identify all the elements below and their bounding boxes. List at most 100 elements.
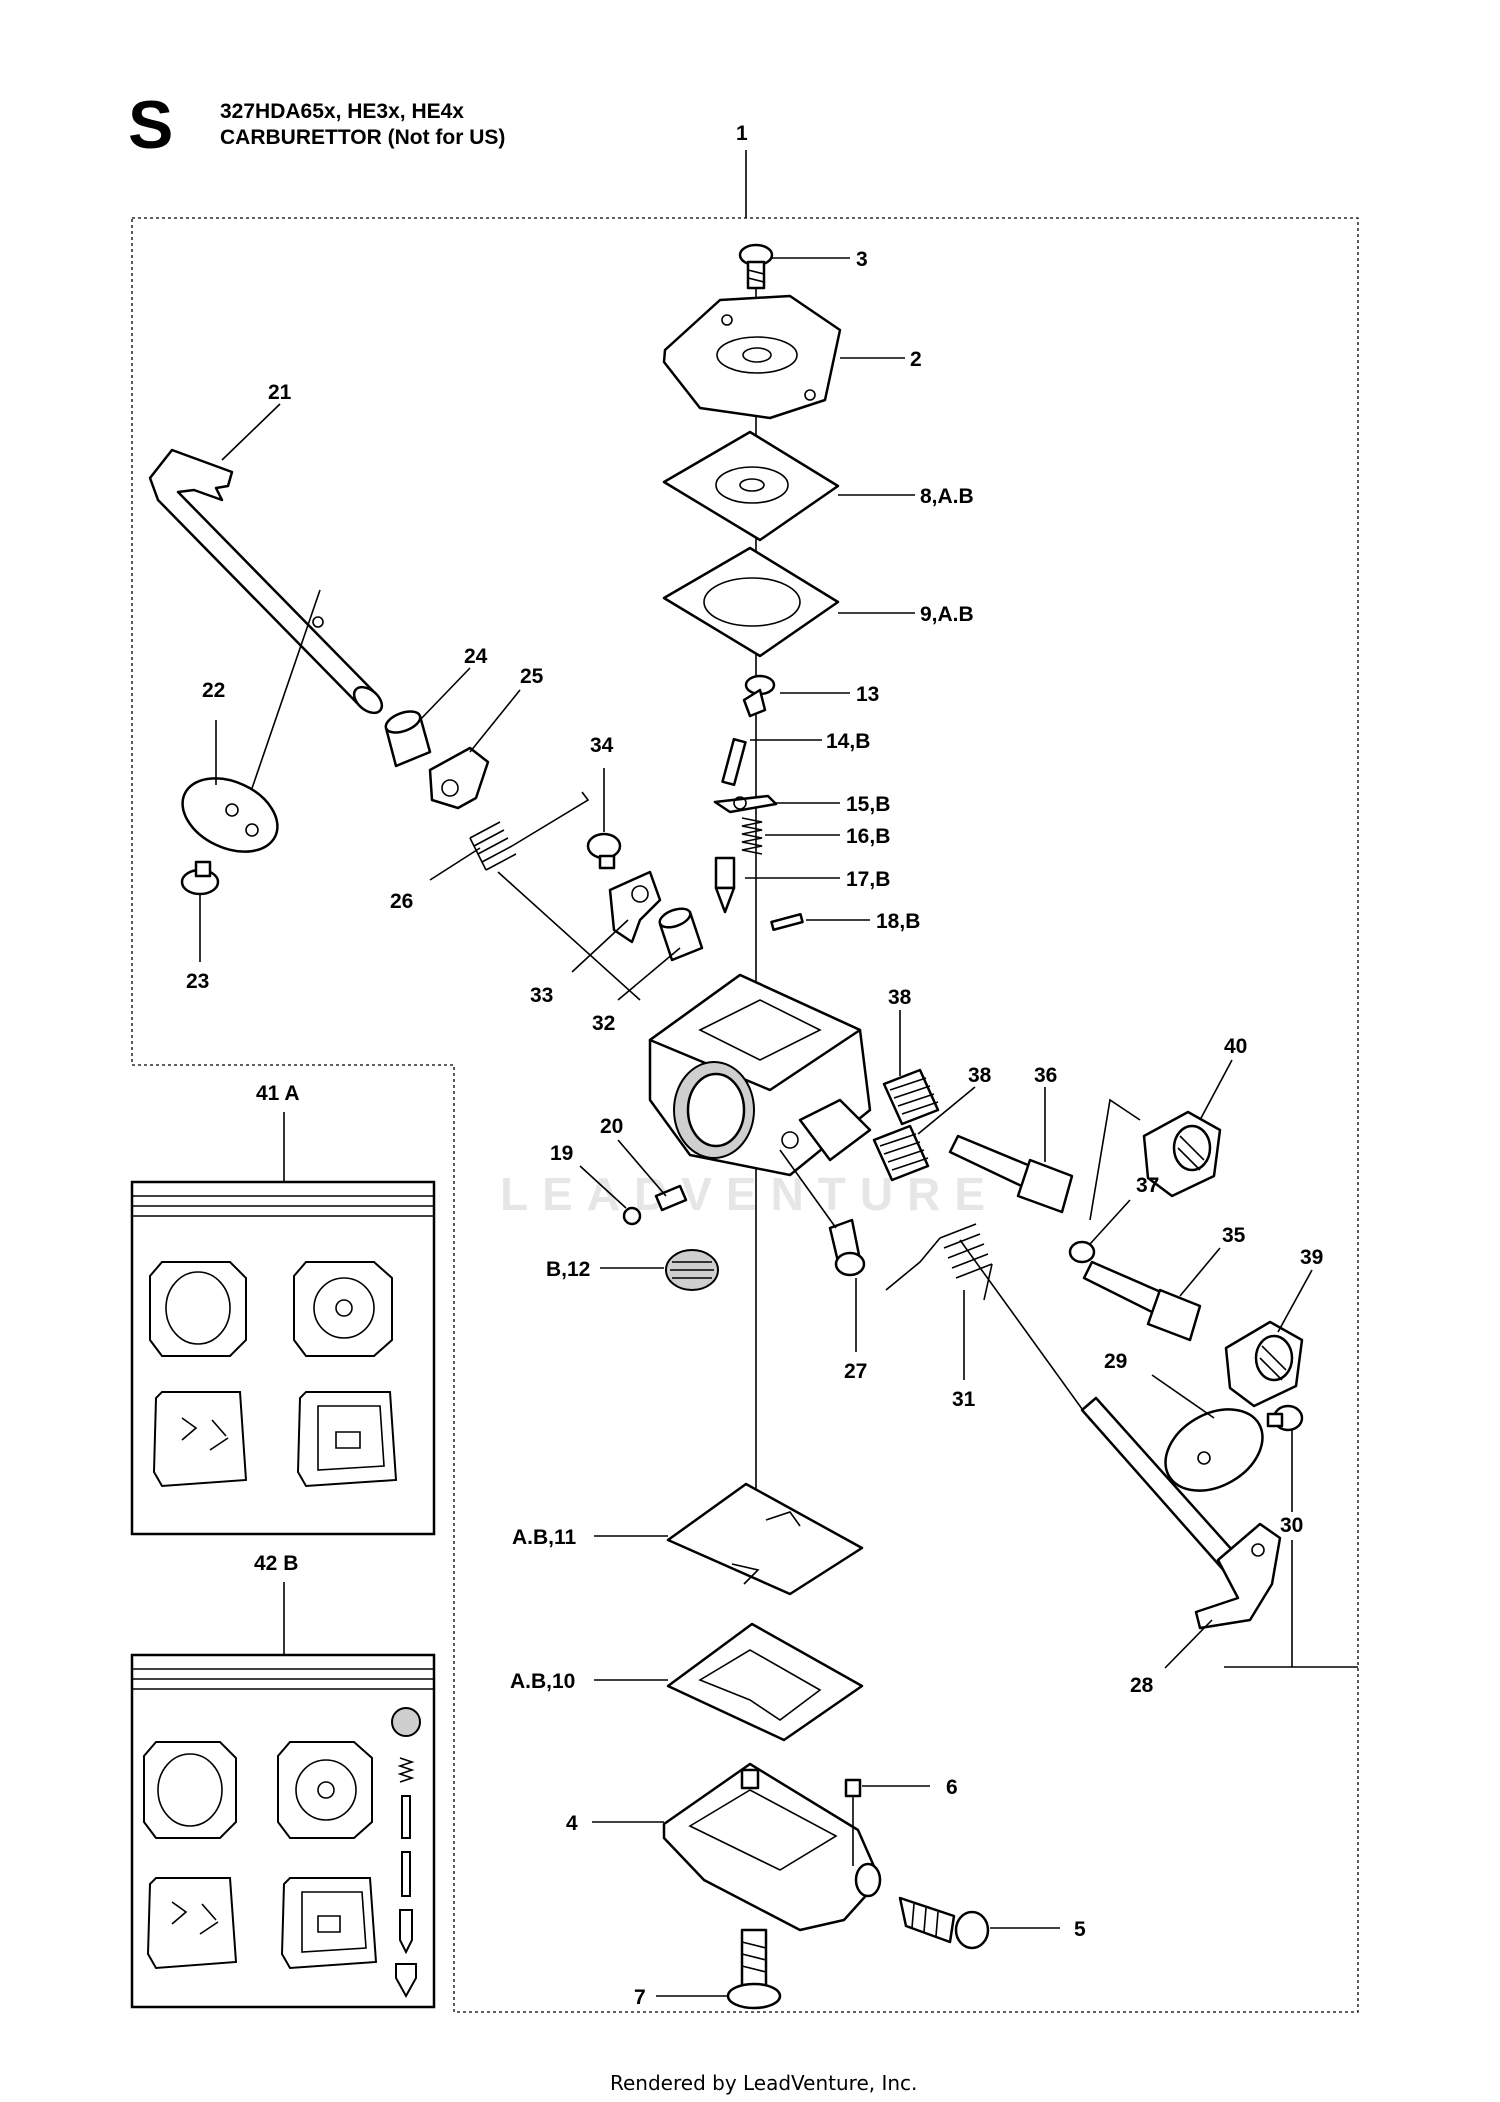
callout-label: 17,B	[846, 868, 890, 891]
callout-label: 39	[1300, 1246, 1323, 1269]
part-plug-6	[844, 1778, 862, 1798]
kit-42b: 42 B	[130, 1552, 436, 2009]
callout-label: 33	[530, 984, 553, 1007]
callout-label: 16,B	[846, 825, 890, 848]
leader-28	[1164, 1619, 1213, 1669]
kit-title: 41 A	[256, 1082, 300, 1105]
callout-label: 18,B	[876, 910, 920, 933]
part-shaft-21	[148, 448, 384, 715]
callout-label: 28	[1130, 1674, 1154, 1697]
part-shaft-28	[1080, 1396, 1282, 1630]
part-diaphragm-8	[662, 430, 840, 542]
leader-40	[1199, 1059, 1233, 1121]
screw-axis-27	[779, 1149, 837, 1229]
part-spring-31	[885, 1223, 993, 1301]
leader-37	[1089, 1199, 1131, 1245]
model-line: 327HDA65x, HE3x, HE4x	[220, 100, 464, 123]
callout-label: 25	[520, 665, 544, 688]
part-lever-15	[713, 794, 778, 814]
part-spring-26	[469, 791, 590, 871]
kit-needle	[399, 1909, 413, 1955]
kit-diaphragm	[293, 1261, 393, 1357]
shaft-axis-upper	[497, 871, 641, 1001]
section-letter: S	[128, 87, 173, 163]
callout-label: 19	[550, 1142, 573, 1165]
callout-label: 35	[1222, 1224, 1246, 1247]
part-carburettor-body	[648, 973, 872, 1177]
kit-spring	[397, 1757, 415, 1783]
leader-21	[221, 403, 281, 461]
kit-gasket	[152, 1391, 248, 1488]
part-spring-16	[741, 817, 763, 855]
kit-lever	[395, 1963, 417, 1999]
part-gasket-10	[666, 1622, 864, 1742]
part-spring-38b	[872, 1124, 930, 1182]
leader-20	[617, 1139, 667, 1197]
callout-label: 7	[634, 1986, 646, 2009]
part-screw-5	[898, 1896, 990, 1950]
shaft-axis-lower	[959, 1239, 1091, 1421]
part-screen-12	[665, 1249, 719, 1291]
callout-label: 24	[464, 645, 488, 668]
assembly-frame	[131, 217, 1359, 2013]
callout-label: 14,B	[826, 730, 870, 753]
callout-label: 38	[968, 1064, 992, 1087]
leader-24	[417, 667, 471, 723]
callout-label: 4	[566, 1812, 578, 1835]
part-needle-35	[1082, 1260, 1202, 1342]
callout-label: A.B,11	[512, 1526, 577, 1549]
part-needle-17	[714, 856, 736, 914]
callout-label: 37	[1136, 1174, 1159, 1197]
part-pin-14	[721, 737, 747, 787]
kit-screen	[391, 1707, 421, 1737]
callout-labels: 1 3 2 8,A.B 9,A.B 21 13 14,B 15,B 16,B 1…	[186, 122, 1323, 2009]
part-spring-38a	[882, 1068, 940, 1126]
callout-label: 13	[856, 683, 879, 706]
part-gasket-11	[666, 1482, 864, 1596]
part-pump-cover-4	[662, 1762, 882, 1932]
part-cover-2	[662, 294, 842, 420]
part-gasket-9	[662, 546, 840, 658]
callout-label: 20	[600, 1115, 623, 1138]
part-needle-36	[948, 1134, 1074, 1214]
kit-gasket	[280, 1877, 378, 1970]
kit-gasket	[296, 1391, 398, 1488]
leader-40b	[1089, 1098, 1141, 1221]
callout-label: 30	[1280, 1514, 1303, 1537]
kit-pin	[401, 1851, 411, 1897]
callout-label: 38	[888, 986, 912, 1009]
leader-38b	[917, 1086, 976, 1135]
part-disc-22	[181, 777, 279, 853]
part-screw-3	[738, 243, 774, 290]
part-screw-20	[654, 1184, 688, 1212]
callout-label: 1	[736, 122, 748, 145]
part-cap-39	[1224, 1320, 1304, 1408]
part-pin-18	[770, 913, 804, 931]
callout-label: 32	[592, 1012, 615, 1035]
leader-26	[429, 847, 481, 881]
callout-label: 29	[1104, 1350, 1127, 1373]
part-screw-30	[1266, 1404, 1304, 1432]
kit-title: 42 B	[254, 1552, 298, 1575]
callout-label: 26	[390, 890, 413, 913]
footer-credit: Rendered by LeadVenture, Inc.	[610, 2071, 917, 2095]
callout-label: 5	[1074, 1918, 1086, 1941]
callout-label: 6	[946, 1776, 958, 1799]
callout-label: 31	[952, 1388, 976, 1411]
leader-39	[1277, 1269, 1313, 1333]
callout-label: 3	[856, 248, 868, 271]
callout-label: 34	[590, 734, 614, 757]
callout-label: 22	[202, 679, 225, 702]
leader-19	[579, 1165, 627, 1209]
callout-label: B,12	[546, 1258, 590, 1281]
callout-label: 40	[1224, 1035, 1247, 1058]
part-screw-7	[726, 1928, 782, 2010]
callout-label: 27	[844, 1360, 867, 1383]
part-ball-19	[622, 1206, 642, 1226]
assembly-title: CARBURETTOR (Not for US)	[220, 126, 505, 149]
leader-29	[1151, 1374, 1215, 1419]
watermark: LEADVENTURE	[500, 1168, 999, 1220]
part-screw-27	[828, 1218, 866, 1277]
kit-gasket	[149, 1261, 247, 1357]
